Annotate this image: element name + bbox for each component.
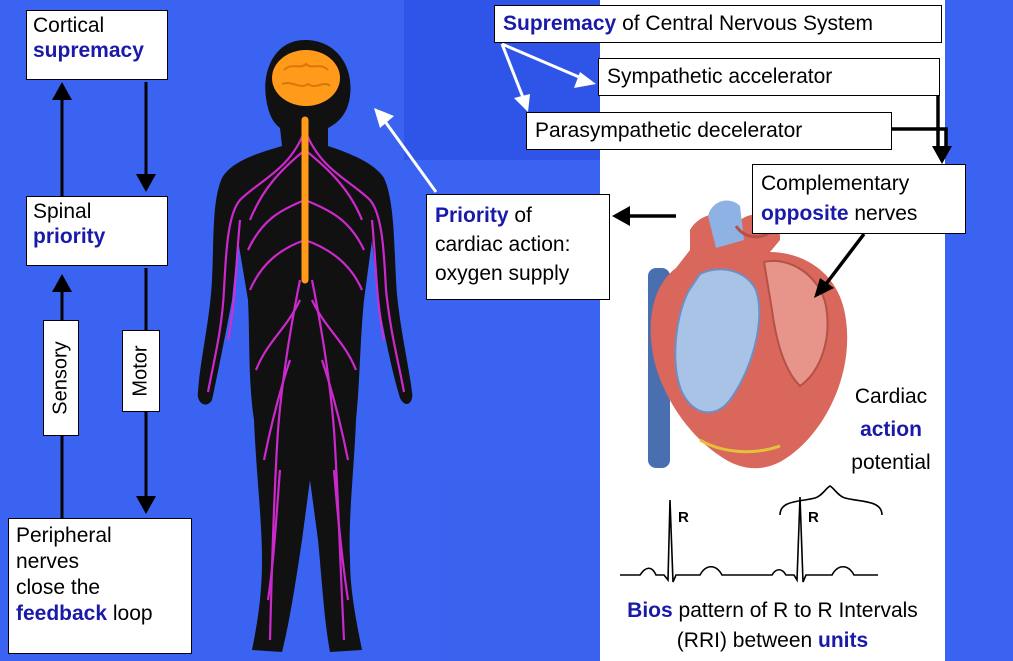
supremacy-label: supremacy: [33, 38, 161, 63]
sympathetic-box: Sympathetic accelerator: [598, 58, 940, 96]
loop-label: loop: [113, 602, 153, 625]
motor-label-box: Motor: [122, 330, 160, 412]
ecg-r-label-1: R: [678, 505, 689, 531]
center-bottom-blue: [440, 480, 600, 661]
right-blue-strip: [945, 0, 1013, 661]
nerves-label: nerves: [854, 202, 917, 225]
peripheral-line-1: Peripheral: [16, 523, 184, 549]
spinal-priority-box: Spinal priority: [26, 196, 168, 266]
cortical-supremacy-box: Cortical supremacy: [26, 10, 168, 80]
sensory-label-box: Sensory: [43, 320, 79, 436]
sympathetic-label: Sympathetic accelerator: [607, 65, 832, 88]
peripheral-line-3: close the: [16, 575, 184, 601]
cardiac-action-line: cardiac action:: [435, 230, 601, 259]
bios-caption: Bios pattern of R to R Intervals (RRI) b…: [600, 596, 945, 656]
supremacy-cns-label: Supremacy: [503, 12, 616, 35]
spinal-label: Spinal: [33, 199, 161, 224]
bios-label: Bios: [627, 599, 673, 622]
feedback-label: feedback: [16, 602, 107, 625]
bios-pattern-label: pattern of R to R Intervals: [679, 599, 918, 622]
action-label: action: [836, 413, 946, 446]
parasympathetic-label: Parasympathetic decelerator: [535, 119, 802, 142]
cardiac-label: Cardiac: [836, 380, 946, 413]
parasympathetic-box: Parasympathetic decelerator: [526, 112, 892, 150]
peripheral-nerves-box: Peripheral nerves close the feedback loo…: [8, 518, 192, 654]
potential-label: potential: [836, 446, 946, 479]
units-label: units: [818, 629, 868, 652]
cardiac-action-potential: Cardiac action potential: [836, 380, 946, 479]
priority-of-label: of: [514, 204, 532, 227]
rri-between-label: (RRI) between: [677, 629, 812, 652]
cns-label: of Central Nervous System: [622, 12, 873, 35]
supremacy-cns-box: Supremacy of Central Nervous System: [494, 5, 942, 43]
opposite-label: opposite: [761, 202, 849, 225]
ecg-r-label-2: R: [808, 505, 819, 531]
priority-label: priority: [33, 224, 161, 249]
oxygen-supply-line: oxygen supply: [435, 259, 601, 288]
peripheral-line-2: nerves: [16, 549, 184, 575]
heart-illustration: [648, 201, 847, 469]
complementary-label: Complementary: [761, 169, 957, 199]
priority-cardiac-label: Priority: [435, 204, 509, 227]
priority-cardiac-box: Priority of cardiac action: oxygen suppl…: [426, 194, 610, 300]
peripheral-line-4: feedback loop: [16, 601, 184, 627]
sensory-label: Sensory: [50, 341, 73, 414]
complementary-box: Complementary opposite nerves: [752, 164, 966, 234]
motor-label: Motor: [130, 345, 153, 396]
cortical-label: Cortical: [33, 13, 161, 38]
brain-illustration: [272, 50, 340, 106]
ecg-trace: [620, 486, 882, 582]
